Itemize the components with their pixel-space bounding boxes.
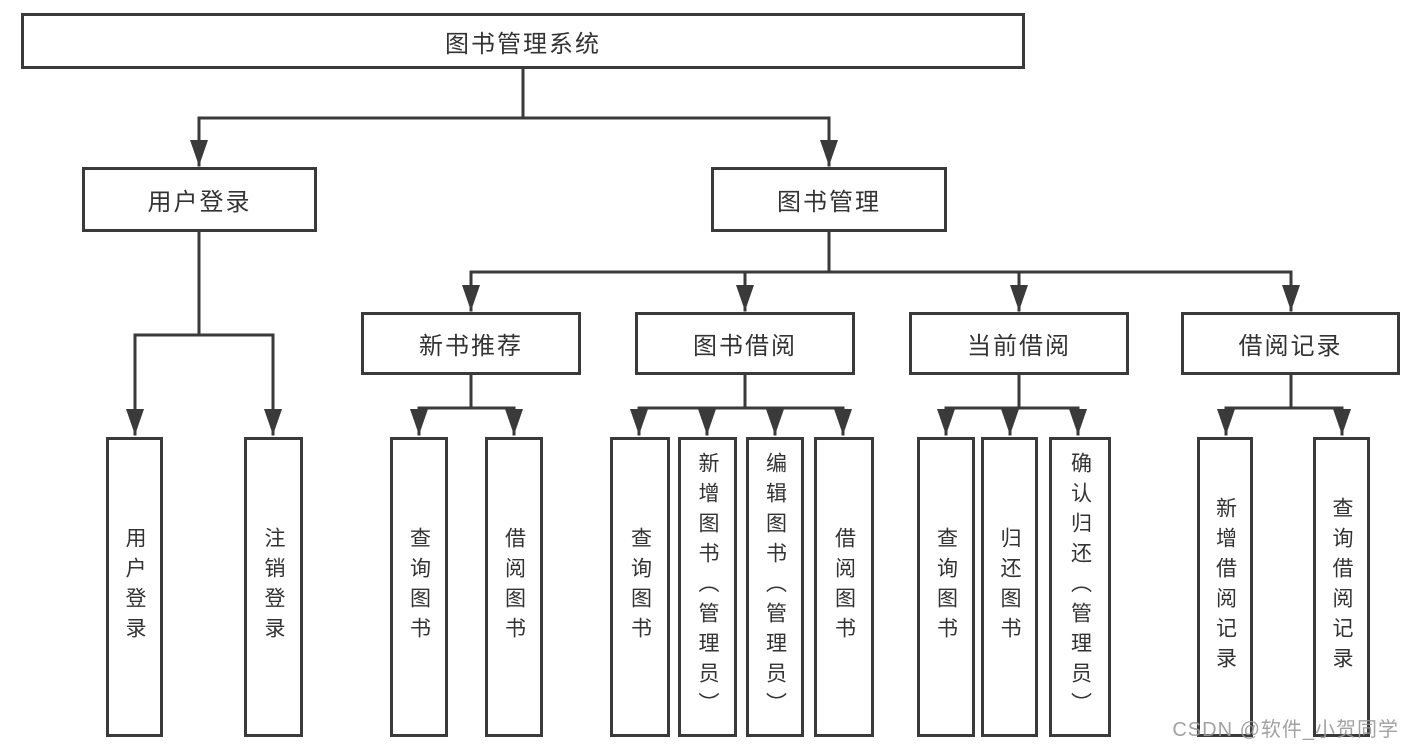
leaf-query-book-current: 查询图书 bbox=[917, 437, 975, 737]
leaf-add-book-admin: 新增图书（管理员） bbox=[678, 437, 737, 737]
leaf-user-login-label: 用户登录 bbox=[123, 527, 146, 647]
leaf-edit-book-admin-label: 编辑图书（管理员） bbox=[763, 452, 787, 722]
leaf-return-book: 归还图书 bbox=[981, 437, 1038, 737]
branch-book-management: 图书管理 bbox=[711, 167, 947, 232]
leaf-return-book-label: 归还图书 bbox=[998, 527, 1021, 647]
leaf-add-book-admin-label: 新增图书（管理员） bbox=[696, 452, 719, 722]
leaf-query-book-recommend: 查询图书 bbox=[390, 437, 448, 737]
root-box-library-management-system: 图书管理系统 bbox=[21, 13, 1025, 69]
branch-current-borrow: 当前借阅 bbox=[909, 312, 1129, 375]
leaf-borrow-book-recommend-label: 借阅图书 bbox=[502, 527, 526, 647]
leaf-user-login: 用户登录 bbox=[106, 437, 163, 737]
leaf-edit-book-admin: 编辑图书（管理员） bbox=[746, 437, 804, 737]
leaf-confirm-return-admin-label: 确认归还（管理员） bbox=[1068, 452, 1092, 722]
leaf-query-borrow-record: 查询借阅记录 bbox=[1313, 437, 1370, 737]
branch-book-borrow-label: 图书借阅 bbox=[693, 333, 797, 360]
branch-current-borrow-label: 当前借阅 bbox=[967, 333, 1071, 360]
leaf-logout-login-label: 注销登录 bbox=[262, 527, 285, 647]
branch-borrow-records-label: 借阅记录 bbox=[1238, 333, 1343, 360]
branch-new-book-recommend: 新书推荐 bbox=[361, 312, 581, 375]
branch-new-book-recommend-label: 新书推荐 bbox=[419, 333, 523, 360]
leaf-query-book-borrow-label: 查询图书 bbox=[628, 527, 652, 647]
leaf-query-book-recommend-label: 查询图书 bbox=[407, 527, 431, 647]
leaf-add-borrow-record: 新增借阅记录 bbox=[1197, 437, 1253, 737]
leaf-borrow-book-recommend: 借阅图书 bbox=[485, 437, 543, 737]
branch-book-borrow: 图书借阅 bbox=[635, 312, 855, 375]
leaf-logout-login: 注销登录 bbox=[244, 437, 303, 737]
leaf-add-borrow-record-label: 新增借阅记录 bbox=[1213, 497, 1237, 677]
leaf-confirm-return-admin: 确认归还（管理员） bbox=[1049, 437, 1111, 737]
branch-borrow-records: 借阅记录 bbox=[1181, 312, 1400, 375]
leaf-borrow-book-borrow-label: 借阅图书 bbox=[832, 527, 856, 647]
branch-user-login-label: 用户登录 bbox=[147, 189, 252, 216]
branch-user-login: 用户登录 bbox=[82, 167, 317, 232]
branch-book-management-label: 图书管理 bbox=[777, 189, 881, 216]
leaf-query-book-current-label: 查询图书 bbox=[934, 527, 958, 647]
csdn-watermark: CSDN @软件_小贺同学 bbox=[1172, 719, 1399, 741]
leaf-query-borrow-record-label: 查询借阅记录 bbox=[1330, 497, 1353, 677]
leaf-query-book-borrow: 查询图书 bbox=[610, 437, 670, 737]
root-label: 图书管理系统 bbox=[445, 30, 601, 58]
leaf-borrow-book-borrow: 借阅图书 bbox=[814, 437, 874, 737]
